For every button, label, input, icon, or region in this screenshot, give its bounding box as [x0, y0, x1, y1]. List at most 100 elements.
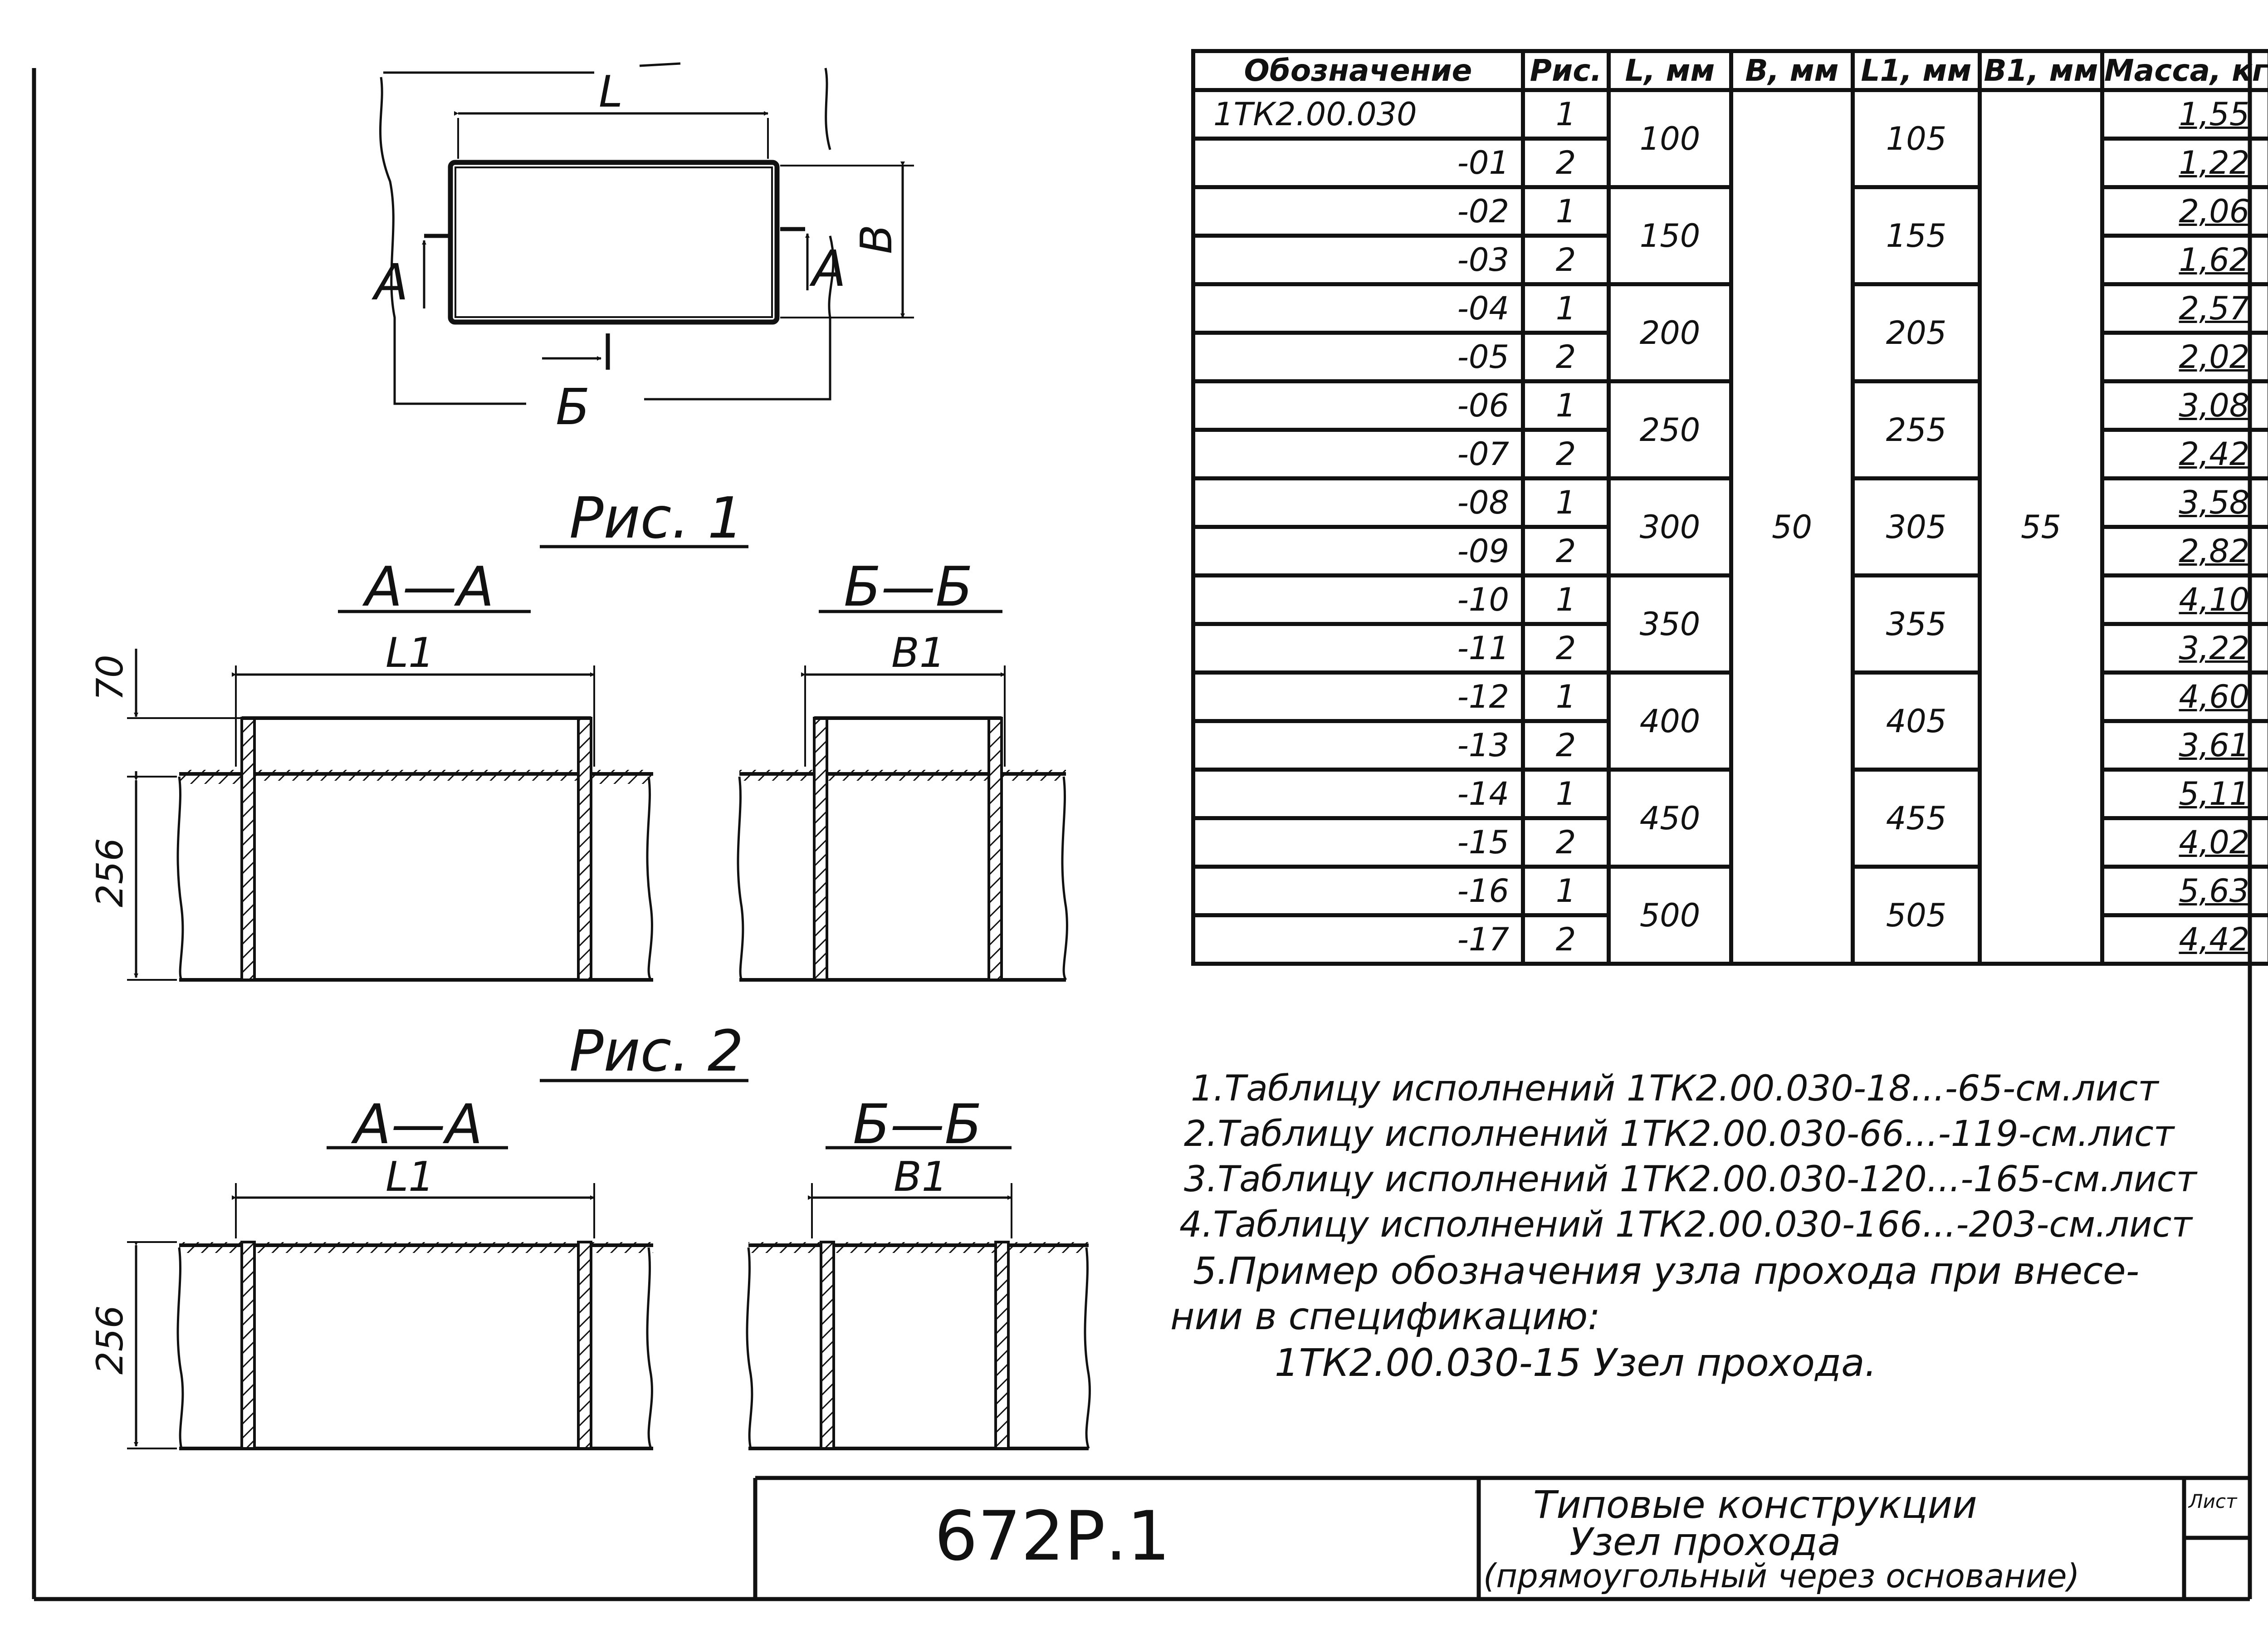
- cell-B1: 55: [1978, 88, 2104, 966]
- title-block-frame: [753, 1476, 2250, 1599]
- cell-designation: -02: [1191, 185, 1525, 238]
- cell-L1: 405: [1851, 670, 1982, 772]
- mass-value: 4,02: [2179, 824, 2250, 861]
- cell-L1: 205: [1851, 282, 1982, 383]
- fig2: Рис. 2 A—A Б—Б L1 256: [89, 1018, 1091, 1450]
- cell-designation: -08: [1191, 476, 1525, 529]
- cell-fig: 2: [1521, 331, 1611, 383]
- cell-designation: 1ТК2.00.030: [1191, 88, 1525, 141]
- mass-value: 4,42: [2179, 921, 2250, 958]
- cell-mass: 4,42: [2100, 913, 2268, 966]
- cell-L1: 455: [1851, 768, 1982, 869]
- cell-fig: 2: [1521, 913, 1611, 966]
- mass-value: 2,06: [2179, 193, 2250, 230]
- note-2: 2.Таблицу исполнений 1ТК2.00.030-66...-1…: [1184, 1114, 2175, 1155]
- fig1-dim-70: 70: [89, 655, 131, 701]
- cell-fig: 2: [1521, 622, 1611, 675]
- cell-designation: -09: [1191, 525, 1525, 577]
- header-fig: Рис.: [1521, 49, 1611, 92]
- mass-value: 3,61: [2179, 727, 2250, 764]
- cell-fig: 2: [1521, 525, 1611, 577]
- cell-L1: 505: [1851, 865, 1982, 966]
- cell-mass: 2,42: [2100, 428, 2268, 480]
- plan-section-a-right: A: [809, 240, 846, 298]
- plan-dim-B: B: [852, 225, 902, 254]
- cell-fig: 1: [1521, 185, 1611, 238]
- title-line-2: Узел прохода: [1569, 1520, 1841, 1564]
- cell-designation: -17: [1191, 913, 1525, 966]
- fig2-section-aa: [127, 1183, 653, 1450]
- fig1-caption: Рис. 1: [569, 485, 743, 551]
- cell-L1: 255: [1851, 379, 1982, 480]
- cell-fig: 1: [1521, 670, 1611, 723]
- fig1-section-bb: [737, 665, 1068, 982]
- cell-mass: 3,61: [2100, 719, 2268, 772]
- cell-L1: 355: [1851, 573, 1982, 675]
- note-5: 5.Пример обозначения узла прохода при вн…: [1193, 1250, 2140, 1293]
- plan-section-b: Б: [556, 378, 590, 436]
- cell-designation: -06: [1191, 379, 1525, 432]
- cell-mass: 4,10: [2100, 573, 2268, 626]
- mass-value: 5,63: [2179, 872, 2250, 910]
- cell-mass: 4,02: [2100, 816, 2268, 869]
- cell-designation: -13: [1191, 719, 1525, 772]
- mass-value: 4,10: [2179, 581, 2250, 618]
- cell-mass: 3,08: [2100, 379, 2268, 432]
- cell-designation: -01: [1191, 137, 1525, 189]
- fig2-view-aa: A—A: [351, 1093, 483, 1156]
- cell-designation: -16: [1191, 865, 1525, 917]
- cell-mass: 2,82: [2100, 525, 2268, 577]
- cell-L: 100: [1607, 88, 1733, 189]
- note-3: 3.Таблицу исполнений 1ТК2.00.030-120...-…: [1184, 1159, 2197, 1200]
- document-code: 672Р.1: [934, 1497, 1170, 1576]
- plan-section-a-left: A: [371, 253, 408, 311]
- cell-designation: -03: [1191, 234, 1525, 286]
- header-B: B, мм: [1729, 49, 1855, 92]
- fig1-view-bb: Б—Б: [844, 556, 973, 619]
- table-header-row: Обозначение Рис. L, мм B, мм L1, мм B1, …: [1191, 49, 2268, 92]
- cell-designation: -05: [1191, 331, 1525, 383]
- cell-mass: 2,06: [2100, 185, 2268, 238]
- fig2-caption: Рис. 2: [569, 1018, 743, 1084]
- cell-mass: 2,57: [2100, 282, 2268, 335]
- cell-designation: -04: [1191, 282, 1525, 335]
- cell-designation: -15: [1191, 816, 1525, 869]
- cell-mass: 5,11: [2100, 768, 2268, 820]
- mass-value: 4,60: [2179, 678, 2250, 715]
- cell-fig: 1: [1521, 476, 1611, 529]
- cell-L: 350: [1607, 573, 1733, 675]
- specification-table: Обозначение Рис. L, мм B, мм L1, мм B1, …: [1191, 49, 2268, 966]
- mass-value: 2,82: [2179, 533, 2250, 570]
- fig1-dim-B1: B1: [891, 629, 945, 677]
- fig2-dim-256: 256: [89, 1305, 131, 1375]
- cell-fig: 1: [1521, 88, 1611, 141]
- fig2-section-bb: [746, 1183, 1091, 1450]
- cell-L: 150: [1607, 185, 1733, 286]
- mass-value: 1,62: [2179, 241, 2250, 279]
- fig2-dim-L1: L1: [386, 1153, 434, 1201]
- plan-view: L B A A Б: [371, 62, 914, 436]
- plan-dim-L: L: [599, 67, 623, 117]
- fig2-view-bb: Б—Б: [853, 1093, 982, 1156]
- mass-value: 3,08: [2179, 387, 2250, 424]
- cell-designation: -07: [1191, 428, 1525, 480]
- fig1: Рис. 1 A—A Б—Б L1 70: [89, 485, 1068, 982]
- mass-value: 2,57: [2179, 290, 2250, 327]
- cell-fig: 1: [1521, 865, 1611, 917]
- header-L: L, мм: [1607, 49, 1733, 92]
- cell-fig: 2: [1521, 234, 1611, 286]
- cell-fig: 1: [1521, 573, 1611, 626]
- cell-mass: 3,58: [2100, 476, 2268, 529]
- mass-value: 3,58: [2179, 484, 2250, 521]
- cell-mass: 4,60: [2100, 670, 2268, 723]
